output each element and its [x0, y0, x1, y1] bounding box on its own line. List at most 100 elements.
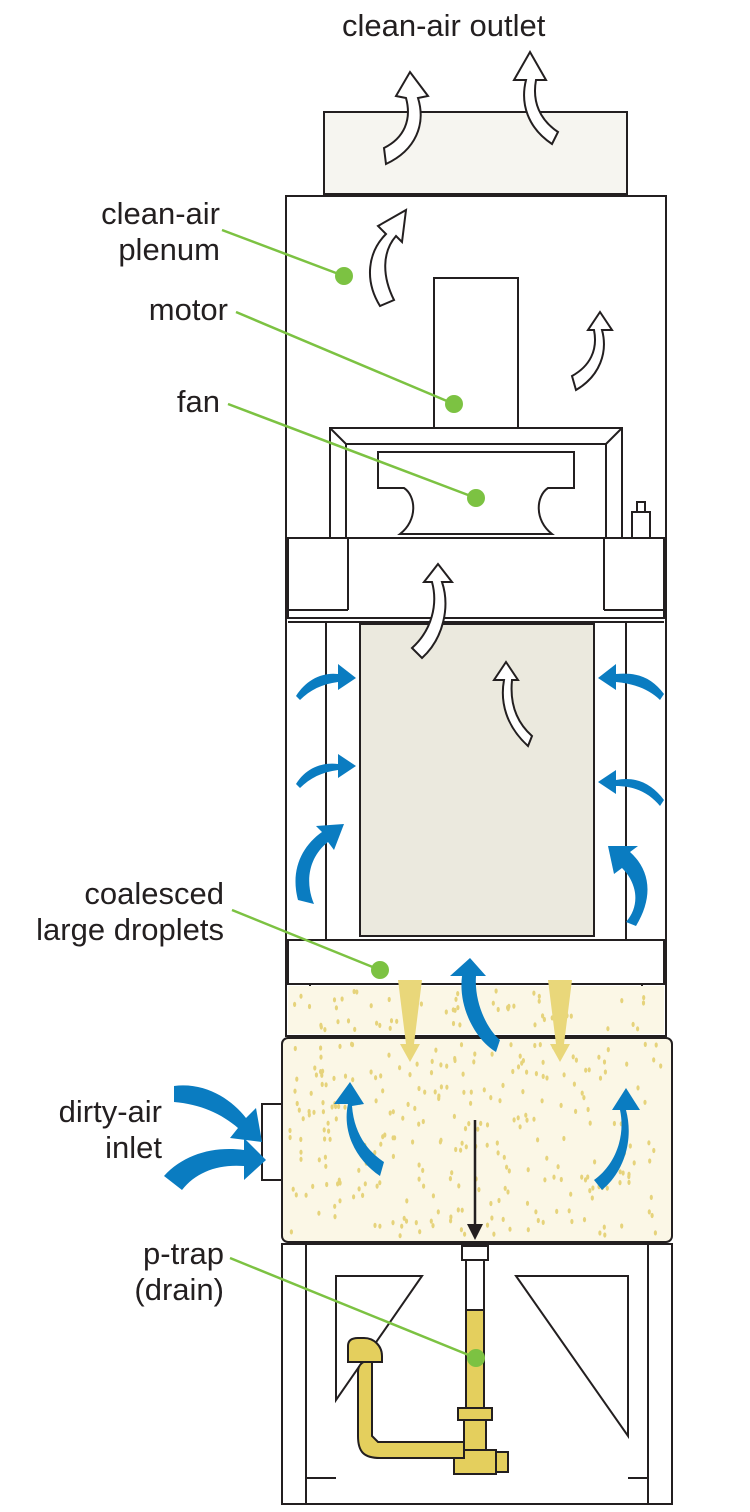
mist-droplet	[295, 1100, 299, 1107]
mist-droplet	[526, 1167, 530, 1173]
mist-droplet	[332, 1075, 336, 1081]
mist-droplet	[388, 1025, 392, 1031]
mist-droplet	[518, 1124, 522, 1130]
mist-droplet	[536, 1137, 540, 1143]
mist-droplet	[323, 1154, 327, 1160]
mist-droplet	[401, 1115, 405, 1121]
mist-droplet	[293, 1088, 297, 1094]
mist-droplet	[533, 1042, 537, 1049]
mist-droplet	[476, 1126, 480, 1132]
mist-droplet	[650, 1212, 654, 1219]
mist-droplet	[324, 1163, 328, 1169]
mist-droplet	[541, 1073, 545, 1079]
mist-droplet	[395, 1018, 399, 1024]
mist-droplet	[415, 1061, 419, 1067]
mist-droplet	[312, 1109, 316, 1115]
mist-droplet	[580, 1090, 584, 1096]
mist-droplet	[495, 1140, 499, 1146]
mist-droplet	[381, 1088, 385, 1094]
mist-droplet	[485, 1142, 489, 1148]
mist-droplet	[389, 1018, 394, 1024]
mist-droplet	[433, 1089, 437, 1095]
mist-droplet	[456, 991, 460, 997]
mist-droplet	[417, 1085, 421, 1092]
mist-droplet	[452, 1113, 456, 1119]
mist-droplet	[485, 1122, 490, 1128]
mist-droplet	[299, 1136, 303, 1142]
mist-droplet	[388, 1110, 392, 1116]
mist-droplet	[398, 1233, 402, 1239]
mist-droplet	[378, 1180, 382, 1186]
mist-droplet	[641, 1000, 646, 1006]
dirty-air-arrows	[164, 664, 664, 1190]
mist-droplet	[317, 1210, 321, 1216]
mist-droplet	[534, 1209, 538, 1215]
mist-droplet	[498, 1098, 502, 1104]
mist-droplet	[571, 1054, 575, 1060]
mist-droplet	[328, 1136, 332, 1142]
mist-droplet	[460, 1207, 464, 1213]
mist-droplet	[525, 1069, 529, 1075]
mist-droplet	[533, 1022, 537, 1028]
mist-droplet	[457, 1183, 461, 1189]
mist-droplet	[319, 1069, 323, 1075]
mist-droplet	[346, 1018, 351, 1024]
mist-droplet	[532, 1116, 536, 1122]
mist-droplet	[559, 1176, 563, 1183]
mist-droplet	[391, 1220, 395, 1226]
mist-droplet	[374, 1075, 378, 1081]
mist-droplet	[431, 1223, 435, 1229]
mist-droplet	[588, 1120, 592, 1126]
mist-droplet	[336, 1019, 340, 1025]
mist-droplet	[434, 1047, 438, 1053]
mist-droplet	[628, 1143, 632, 1149]
mist-droplet	[518, 1053, 522, 1059]
mist-droplet	[323, 1136, 327, 1142]
mist-droplet	[567, 1208, 571, 1214]
mist-droplet	[297, 1107, 301, 1113]
mist-droplet	[636, 1085, 640, 1091]
mist-droplet	[400, 1223, 404, 1229]
mist-droplet	[350, 1042, 355, 1048]
mist-droplet	[313, 1065, 317, 1071]
mist-droplet	[569, 1191, 573, 1197]
mist-droplet	[299, 1156, 303, 1162]
mist-droplet	[552, 1174, 556, 1180]
mist-droplet	[555, 1208, 559, 1214]
mist-droplet	[439, 1137, 443, 1143]
mist-droplet	[454, 996, 458, 1002]
dirty-air-line2: inlet	[105, 1130, 162, 1165]
mist-droplet	[602, 1059, 607, 1065]
mist-droplet	[516, 1115, 520, 1121]
mist-droplet	[352, 1194, 356, 1200]
mist-droplet	[508, 1226, 512, 1232]
mist-droplet	[494, 988, 498, 994]
mist-droplet	[423, 1089, 427, 1095]
mist-droplet	[325, 1181, 329, 1188]
mist-droplet	[456, 1207, 460, 1213]
droplet-arrows	[398, 980, 572, 1062]
droplets-dot	[371, 961, 389, 979]
mist-droplet	[598, 1075, 603, 1081]
clean-air-outlet-text: clean-air outlet	[342, 8, 546, 43]
mist-droplet	[311, 1183, 315, 1189]
mist-droplet	[461, 1071, 465, 1077]
drain-arrow	[467, 1120, 483, 1240]
mist-droplet	[334, 1005, 338, 1011]
mist-droplet	[327, 1128, 331, 1134]
coalesced-droplets-label: coalesced large droplets	[4, 876, 224, 948]
mist-droplet	[503, 1185, 507, 1191]
fan-label: fan	[120, 384, 220, 420]
mist-droplet	[430, 1058, 434, 1064]
mist-droplet	[357, 1167, 361, 1173]
clean-air-arrows	[369, 49, 614, 748]
mist-droplet	[545, 1075, 549, 1081]
mist-droplet	[421, 1118, 425, 1125]
mist-droplet	[489, 1095, 493, 1101]
mist-droplet	[587, 1067, 591, 1073]
mist-droplet	[293, 1001, 297, 1008]
mist-droplet	[418, 1229, 422, 1235]
mist-droplet	[322, 1127, 326, 1133]
mist-droplet	[606, 1026, 610, 1032]
mist-droplet	[451, 1007, 455, 1013]
